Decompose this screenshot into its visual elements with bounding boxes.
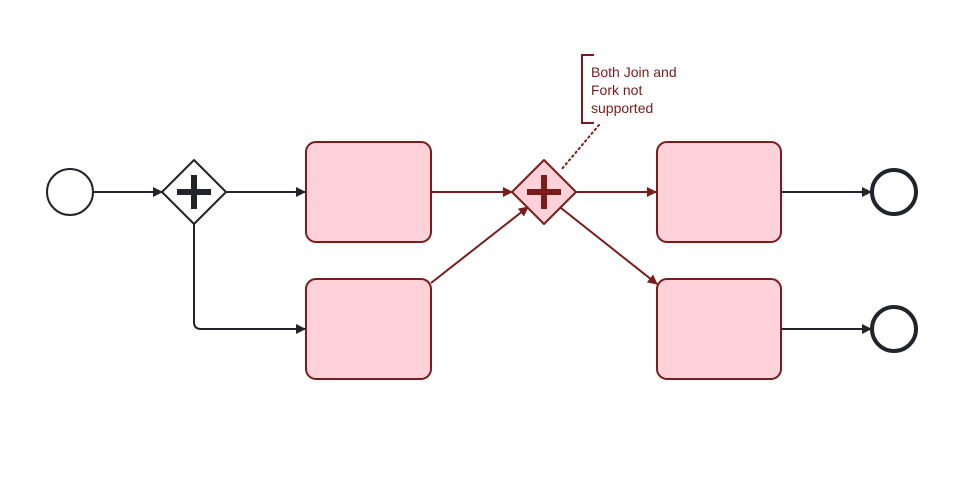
end-event-bottom[interactable] (870, 305, 918, 353)
parallel-plus-icon (177, 175, 211, 209)
parallel-plus-icon (527, 175, 561, 209)
end-event-top[interactable] (870, 168, 918, 216)
start-event[interactable] (46, 168, 94, 216)
join-fork-gateway[interactable] (511, 159, 577, 225)
annotation-bracket (581, 54, 594, 124)
flow-fork-to-task-bottom-left[interactable] (193, 224, 306, 334)
fork-gateway[interactable] (161, 159, 227, 225)
text-annotation[interactable] (560, 54, 600, 171)
task-bottom-right[interactable] (656, 278, 782, 380)
task-top-left[interactable] (305, 141, 432, 243)
sequence-flows (94, 187, 872, 334)
flow-gateway-to-task-bottom-right[interactable] (560, 207, 658, 285)
flow-task-bottom-left-to-gateway[interactable] (430, 206, 529, 284)
task-bottom-left[interactable] (305, 278, 432, 380)
task-top-right[interactable] (656, 141, 782, 243)
annotation-text: Both Join and Fork not supported (591, 64, 677, 116)
annotation-association (560, 124, 600, 171)
